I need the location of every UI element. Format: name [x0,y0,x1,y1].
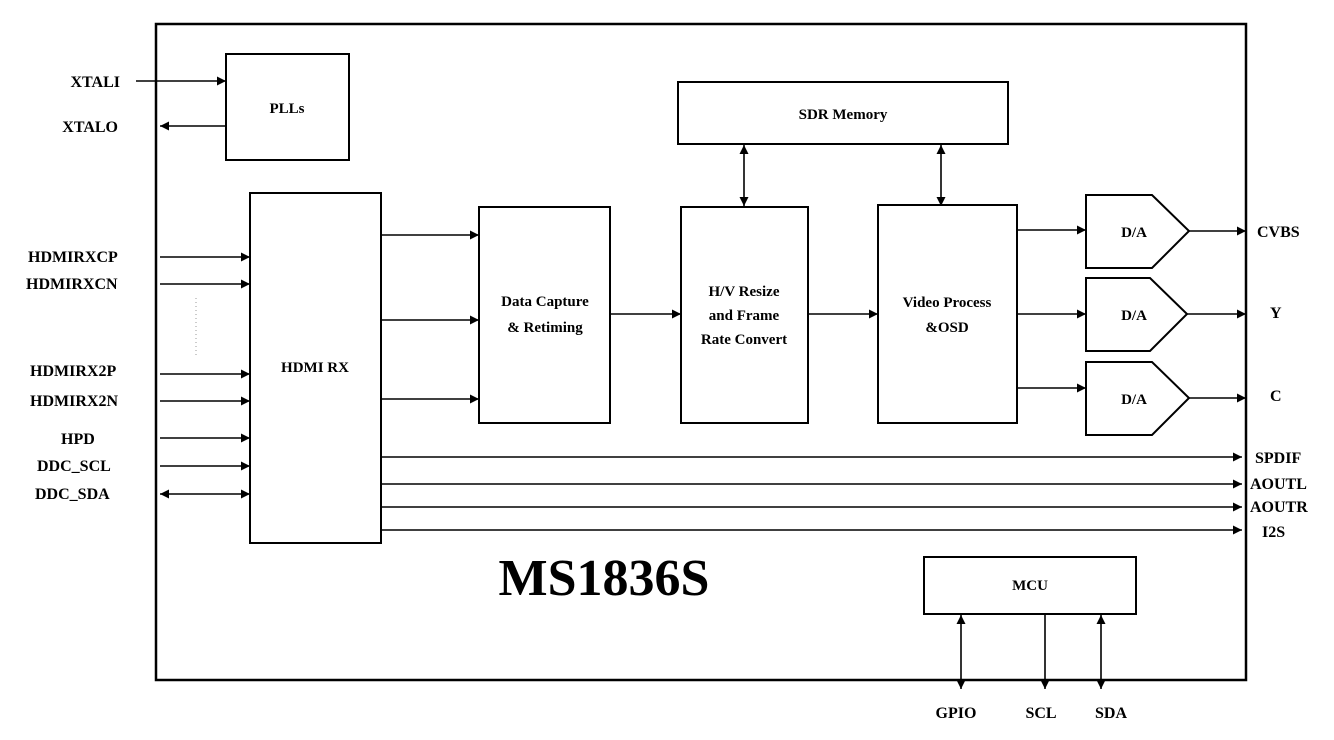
pin-y: Y [1270,305,1282,322]
mcu-block [923,556,1137,615]
dac-y [1085,277,1189,352]
sdr-memory-block [677,81,1009,145]
pin-i2s: I2S [1262,524,1285,541]
dac-c-label: D/A [1121,392,1147,408]
data-capture-block [478,206,611,424]
chip-name: MS1836S [499,550,710,607]
sdr-memory-label: SDR Memory [799,107,888,123]
pin-hdmirx2n: HDMIRX2N [30,393,118,410]
mcu-label: MCU [1012,578,1048,594]
plls-label: PLLs [269,101,304,117]
video-process-label-line2: &OSD [925,320,969,336]
pin-gpio: GPIO [936,705,977,722]
data-capture-label-line1: Data Capture [501,294,589,310]
dac-y-label: D/A [1121,308,1147,324]
video-process-block [877,204,1018,424]
pin-aoutr: AOUTR [1250,499,1308,516]
pin-xtali: XTALI [71,74,121,91]
video-process-label-line1: Video Process [903,295,992,311]
resize-label-line1: H/V Resize [709,284,780,300]
pin-aoutl: AOUTL [1250,476,1307,493]
pin-ddc-sda: DDC_SDA [35,486,110,503]
pin-hdmirxcp: HDMIRXCP [28,249,118,266]
pin-xtalo: XTALO [62,119,118,136]
pin-c: C [1270,388,1282,405]
pin-hdmirx2p: HDMIRX2P [30,363,116,380]
dac-c [1085,361,1191,436]
chip-outline [154,22,1248,682]
dac-cvbs-label: D/A [1121,225,1147,241]
hdmi-rx-block [249,192,382,544]
pin-cvbs: CVBS [1257,224,1300,241]
hdmi-rx-label: HDMI RX [281,360,349,376]
pin-hdmirxcn: HDMIRXCN [26,276,118,293]
data-capture-label-line2: & Retiming [507,320,583,336]
dac-cvbs [1085,194,1191,269]
resize-label-line3: Rate Convert [701,332,787,348]
pin-scl: SCL [1025,705,1056,722]
pin-spdif: SPDIF [1255,450,1301,467]
pin-ddc-scl: DDC_SCL [37,458,111,475]
pin-sda: SDA [1095,705,1127,722]
pin-hpd: HPD [61,431,95,448]
resize-block [680,206,809,424]
resize-label-line2: and Frame [709,308,780,324]
plls-block [225,53,350,161]
